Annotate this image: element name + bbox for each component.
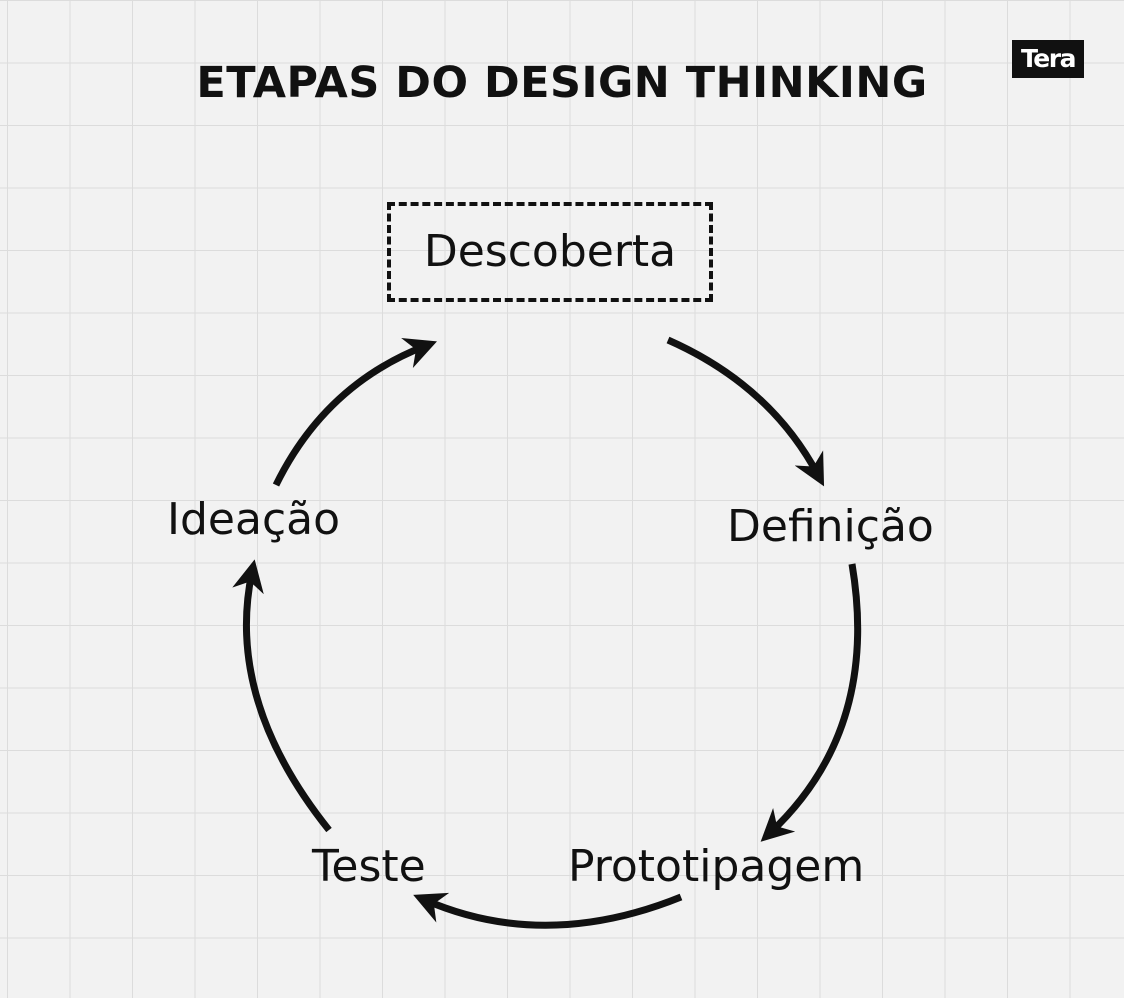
diagram-title: ETAPAS DO DESIGN THINKING	[196, 58, 928, 108]
stage-prototipagem: Prototipagem	[568, 841, 865, 892]
arrow-descoberta-to-definicao	[666, 336, 825, 487]
stage-descoberta: Descoberta	[387, 202, 713, 302]
stage-label-descoberta: Descoberta	[423, 226, 677, 277]
stage-teste: Teste	[312, 841, 426, 892]
stage-definicao: Definição	[727, 501, 934, 552]
arrow-teste-to-ideacao	[232, 559, 332, 833]
arrow-ideacao-to-descoberta	[272, 338, 437, 487]
arrow-prototipagem-to-teste	[413, 892, 683, 929]
arrow-definicao-to-prototipagem	[760, 563, 862, 842]
stage-ideacao: Ideação	[167, 494, 341, 545]
tera-logo: Tera	[1012, 40, 1084, 78]
